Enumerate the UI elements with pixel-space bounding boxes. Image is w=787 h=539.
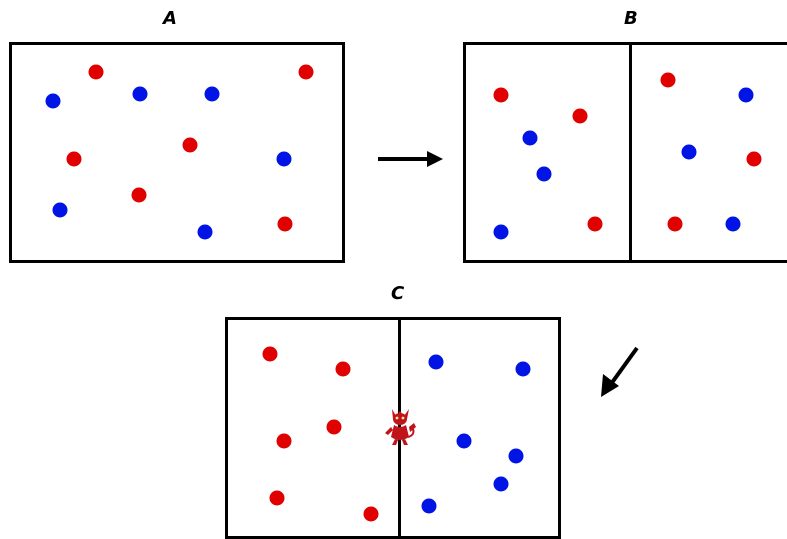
panel-c-red-particle [269, 490, 285, 506]
panel-a-label: A [163, 8, 177, 29]
panel-a-blue-particle [52, 202, 68, 218]
panel-b-blue-particle [738, 87, 754, 103]
panel-c-label: C [391, 283, 405, 304]
panel-c-blue-particle [493, 476, 509, 492]
maxwell-demon-icon [385, 409, 416, 445]
panel-a-blue-particle [132, 86, 148, 102]
panel-a-red-particle [66, 151, 82, 167]
panel-b-divider [629, 42, 632, 263]
panel-a-red-particle [131, 187, 147, 203]
panel-b-label: B [624, 8, 638, 29]
panel-b-blue-particle [536, 166, 552, 182]
panel-c-red-particle [276, 433, 292, 449]
panel-b-blue-particle [681, 144, 697, 160]
panel-c-red-particle [262, 346, 278, 362]
panel-a-blue-particle [204, 86, 220, 102]
panel-a-red-particle [277, 216, 293, 232]
panel-a-blue-particle [276, 151, 292, 167]
panel-c-red-particle [363, 506, 379, 522]
arrow-a-to-b-icon [378, 151, 443, 167]
arrow-b-to-c-icon [601, 346, 639, 397]
panel-c-red-particle [335, 361, 351, 377]
panel-b-blue-particle [725, 216, 741, 232]
panel-b-red-particle [572, 108, 588, 124]
panel-b-red-particle [587, 216, 603, 232]
panel-c-red-particle [326, 419, 342, 435]
panel-b-red-particle [660, 72, 676, 88]
panel-a-red-particle [182, 137, 198, 153]
panel-c-blue-particle [421, 498, 437, 514]
panel-a-red-particle [298, 64, 314, 80]
panel-c-blue-particle [508, 448, 524, 464]
panel-b-red-particle [746, 151, 762, 167]
panel-c-blue-particle [456, 433, 472, 449]
panel-b-red-particle [667, 216, 683, 232]
panel-a-blue-particle [197, 224, 213, 240]
panel-a-red-particle [88, 64, 104, 80]
panel-b-blue-particle [522, 130, 538, 146]
panel-b-blue-particle [493, 224, 509, 240]
panel-a-blue-particle [45, 93, 61, 109]
panel-c-blue-particle [428, 354, 444, 370]
panel-b-red-particle [493, 87, 509, 103]
panel-c-blue-particle [515, 361, 531, 377]
